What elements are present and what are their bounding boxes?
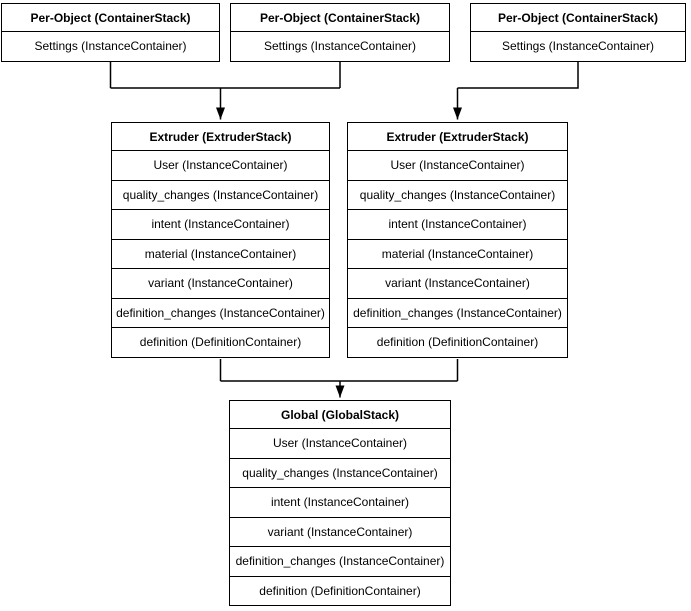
- extruder-right-row-intent: intent (InstanceContainer): [348, 209, 567, 239]
- connector-perobject-1-2-join: [109, 60, 341, 89]
- global-row-definition-changes: definition_changes (InstanceContainer): [230, 546, 450, 576]
- per-object-stack-3-row-settings: Settings (InstanceContainer): [471, 31, 685, 61]
- extruder-left-row-definition-changes: definition_changes (InstanceContainer): [112, 297, 329, 328]
- extruder-right-row-material: material (InstanceContainer): [348, 238, 567, 269]
- per-object-stack-2-title: Per-Object (ContainerStack): [259, 10, 421, 25]
- global-row-definition: definition (DefinitionContainer): [230, 575, 450, 606]
- connector-perobject-3-elbow: [457, 60, 579, 89]
- extruder-stack-left: Extruder (ExtruderStack) User (InstanceC…: [111, 122, 330, 358]
- extruder-right-row-definition: definition (DefinitionContainer): [348, 327, 567, 357]
- global-row-intent: intent (InstanceContainer): [230, 487, 450, 517]
- extruder-right-row-definition-changes: definition_changes (InstanceContainer): [348, 297, 567, 328]
- per-object-stack-2-row-settings: Settings (InstanceContainer): [231, 31, 449, 61]
- per-object-stack-1: Per-Object (ContainerStack) Settings (In…: [1, 3, 220, 62]
- global-stack: Global (GlobalStack) User (InstanceConta…: [229, 400, 451, 606]
- per-object-stack-1-row-settings: Settings (InstanceContainer): [2, 31, 219, 61]
- extruder-stack-right: Extruder (ExtruderStack) User (InstanceC…: [347, 122, 568, 358]
- per-object-stack-3-title: Per-Object (ContainerStack): [497, 10, 659, 25]
- extruder-right-row-user: User (InstanceContainer): [348, 150, 567, 180]
- extruder-right-row-variant: variant (InstanceContainer): [348, 268, 567, 298]
- extruder-left-row-definition: definition (DefinitionContainer): [112, 327, 329, 357]
- extruder-right-row-quality-changes: quality_changes (InstanceContainer): [348, 179, 567, 210]
- per-object-stack-3: Per-Object (ContainerStack) Settings (In…: [470, 3, 686, 62]
- extruder-left-row-user: User (InstanceContainer): [112, 150, 329, 180]
- connector-extruders-join: [219, 359, 459, 382]
- global-row-user: User (InstanceContainer): [230, 428, 450, 458]
- global-stack-title: Global (GlobalStack): [280, 407, 400, 422]
- extruder-stack-left-title: Extruder (ExtruderStack): [149, 129, 292, 144]
- extruder-left-row-variant: variant (InstanceContainer): [112, 268, 329, 298]
- extruder-left-row-intent: intent (InstanceContainer): [112, 209, 329, 239]
- extruder-left-row-material: material (InstanceContainer): [112, 238, 329, 269]
- global-row-quality-changes: quality_changes (InstanceContainer): [230, 457, 450, 488]
- extruder-stack-right-title: Extruder (ExtruderStack): [386, 129, 529, 144]
- per-object-stack-1-title: Per-Object (ContainerStack): [30, 10, 191, 25]
- extruder-left-row-quality-changes: quality_changes (InstanceContainer): [112, 179, 329, 210]
- global-row-variant: variant (InstanceContainer): [230, 516, 450, 547]
- per-object-stack-2: Per-Object (ContainerStack) Settings (In…: [230, 3, 450, 62]
